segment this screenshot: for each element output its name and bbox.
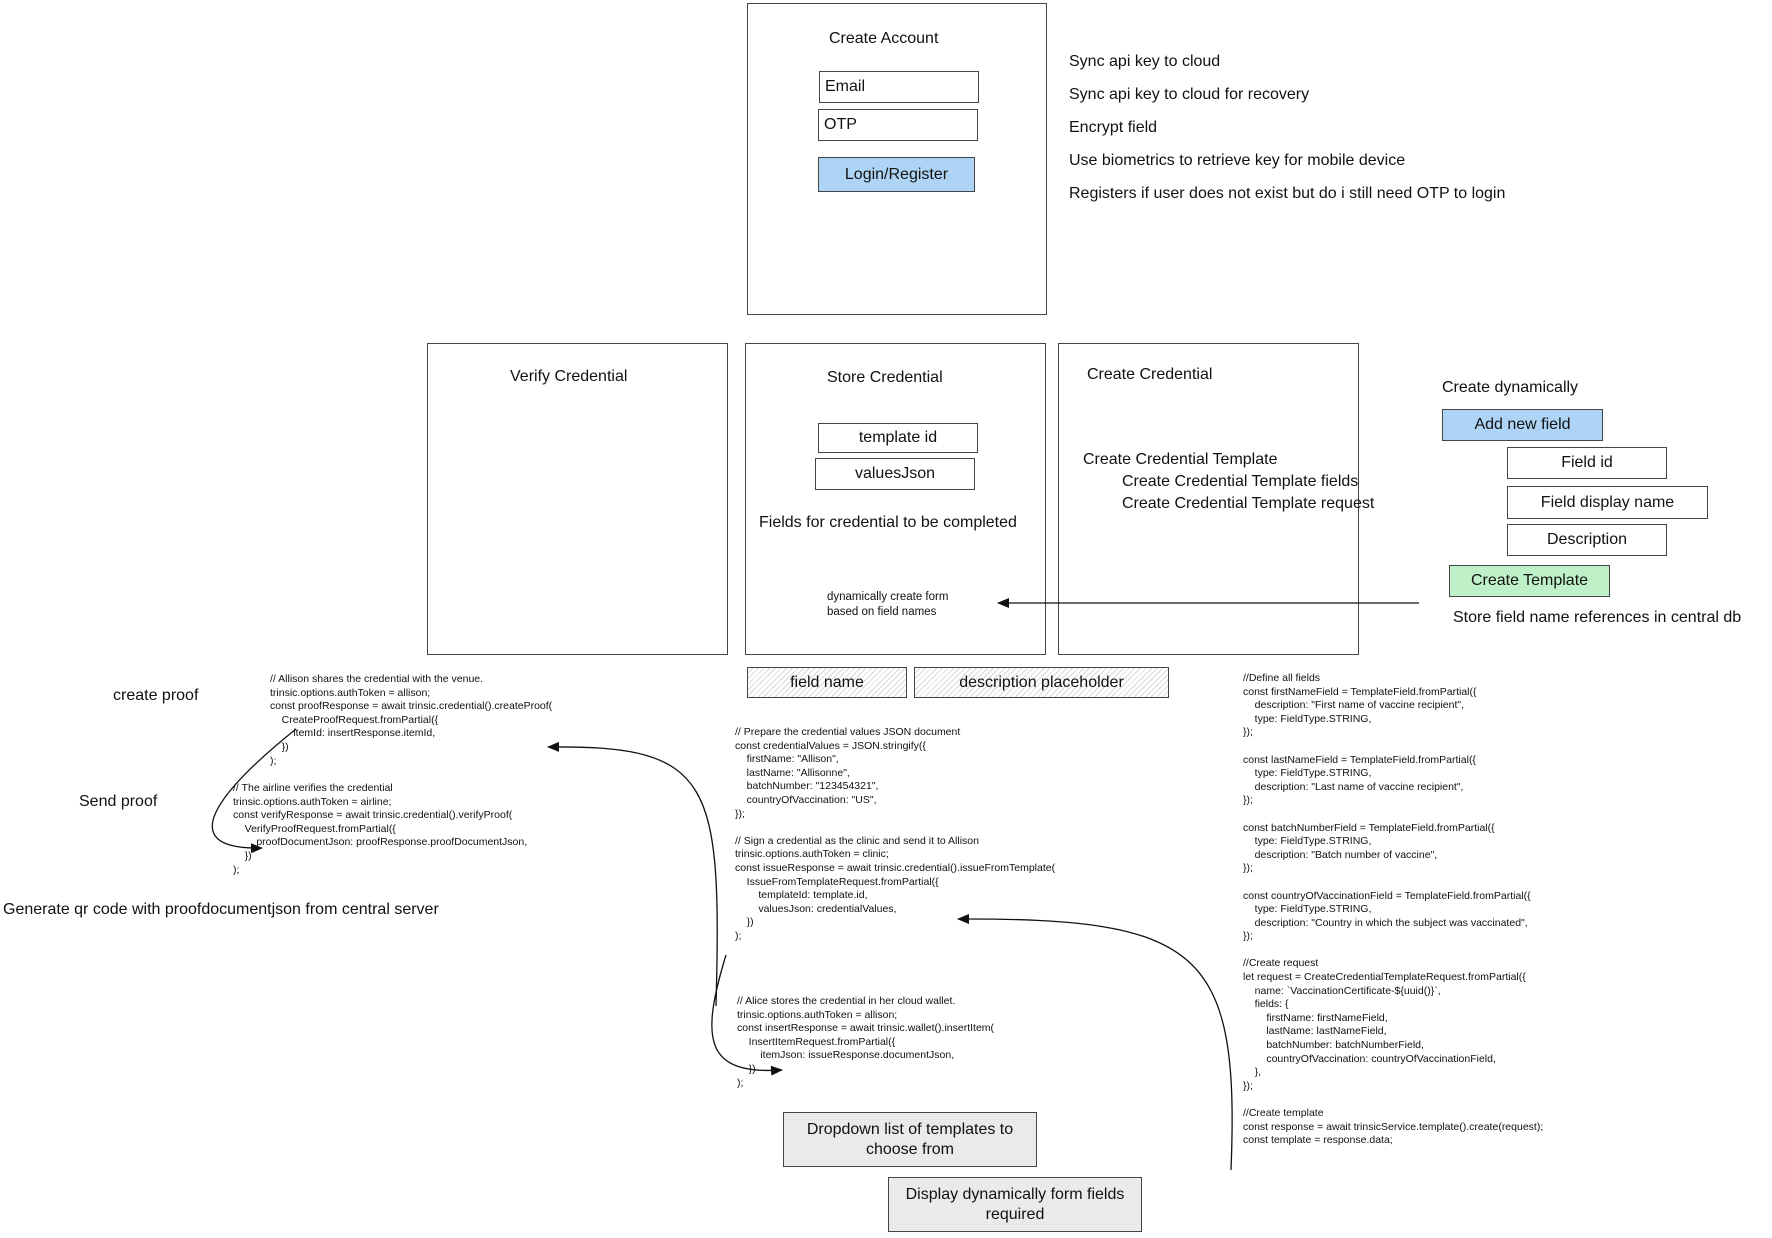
dynamic-form-note: dynamically create form based on field n… (827, 591, 949, 618)
create-dynamically-title: Create dynamically (1442, 379, 1579, 396)
email-field[interactable]: Email (819, 71, 979, 103)
field-display-name-input[interactable]: Field display name (1507, 486, 1708, 519)
create-proof-label: create proof (113, 687, 199, 704)
note-sync-recovery: Sync api key to cloud for recovery (1069, 86, 1310, 103)
note-registers: Registers if user does not exist but do … (1069, 185, 1506, 202)
verify-credential-panel (427, 343, 728, 655)
template-id-field[interactable]: template id (818, 423, 978, 453)
create-credential-template-fields-text: Create Credential Template fields (1122, 473, 1359, 490)
note-sync-api-key: Sync api key to cloud (1069, 53, 1221, 70)
verify-proof-code: // The airline verifies the credential t… (233, 782, 528, 876)
template-definition-code: //Define all fields const firstNameField… (1243, 672, 1544, 1147)
insert-item-code: // Alice stores the credential in her cl… (737, 995, 995, 1089)
store-field-references-note: Store field name references in central d… (1453, 609, 1742, 626)
store-credential-panel (745, 343, 1046, 655)
values-json-field[interactable]: valuesJson (815, 458, 975, 490)
generate-qr-label: Generate qr code with proofdocumentjson … (3, 901, 439, 918)
store-credential-title: Store Credential (827, 369, 943, 386)
create-credential-title: Create Credential (1087, 366, 1213, 383)
add-new-field-button[interactable]: Add new field (1442, 409, 1603, 441)
field-id-input[interactable]: Field id (1507, 447, 1667, 479)
login-register-button[interactable]: Login/Register (818, 157, 975, 192)
issue-credential-code: // Prepare the credential values JSON do… (735, 726, 1056, 942)
arrow-insert-to-proof (547, 741, 718, 1007)
description-placeholder: description placeholder (914, 667, 1169, 698)
description-input[interactable]: Description (1507, 524, 1667, 556)
create-credential-template-text: Create Credential Template (1083, 451, 1278, 468)
otp-field[interactable]: OTP (818, 109, 978, 141)
note-biometrics: Use biometrics to retrieve key for mobil… (1069, 152, 1406, 169)
create-proof-code: // Allison shares the credential with th… (270, 673, 553, 767)
create-account-title: Create Account (829, 30, 939, 47)
send-proof-label: Send proof (79, 793, 158, 810)
note-encrypt-field: Encrypt field (1069, 119, 1158, 136)
display-form-fields-note: Display dynamically form fields required (888, 1177, 1142, 1232)
field-name-placeholder: field name (747, 667, 907, 698)
create-template-button[interactable]: Create Template (1449, 565, 1610, 597)
fields-to-complete-text: Fields for credential to be completed (759, 514, 1017, 531)
verify-credential-title: Verify Credential (510, 368, 628, 385)
dropdown-templates-note: Dropdown list of templates to choose fro… (783, 1112, 1037, 1167)
create-credential-template-request-text: Create Credential Template request (1122, 495, 1375, 512)
